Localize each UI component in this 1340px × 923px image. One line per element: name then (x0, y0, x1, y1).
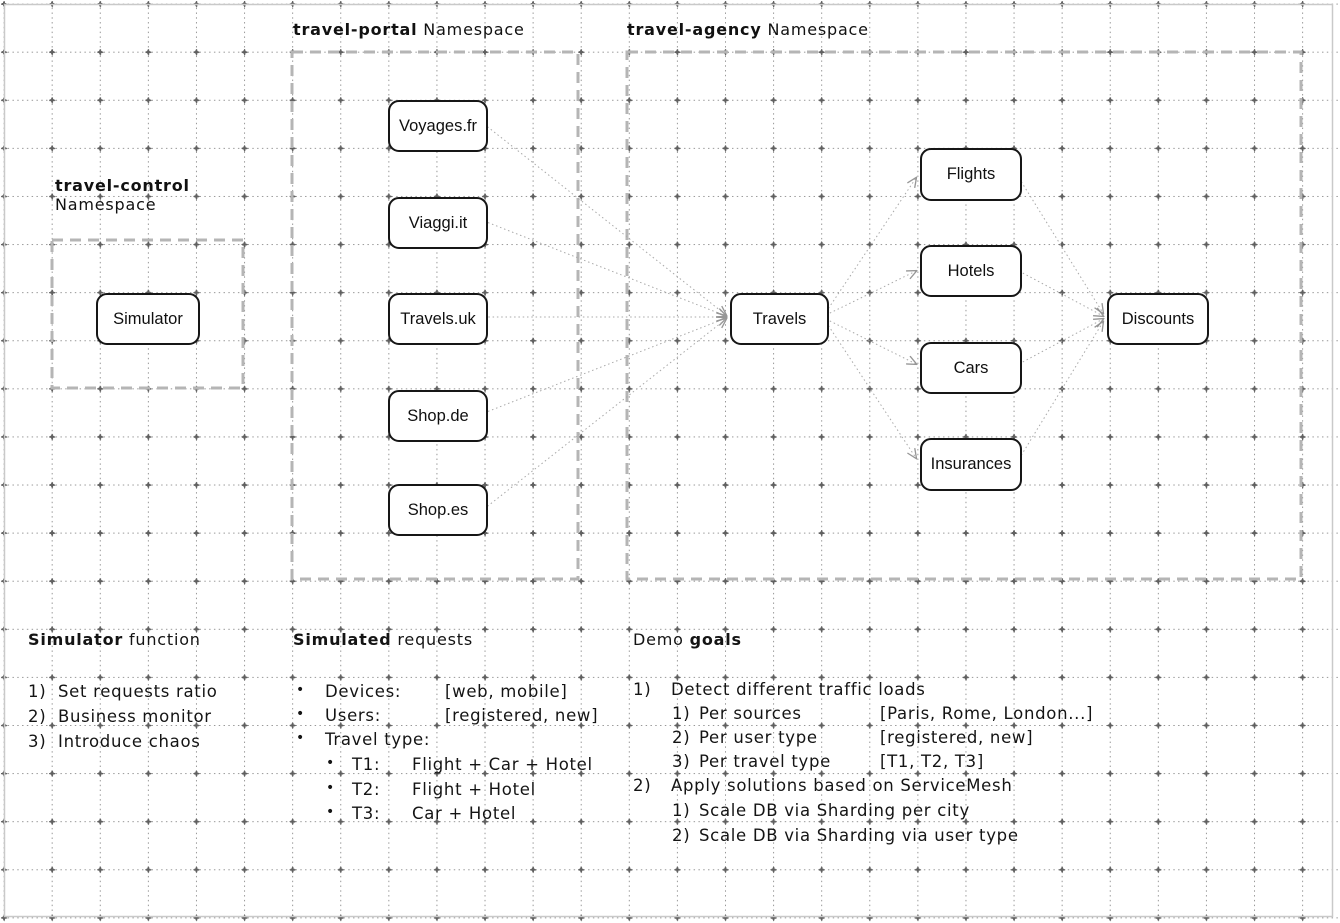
edges-services-to-discounts (1018, 177, 1103, 460)
heading-bold: Simulated (293, 630, 392, 649)
item-text: Scale DB via Sharding per city (699, 801, 970, 820)
travel-portal-label-rest: Namespace (417, 20, 525, 39)
travel-portal-label-bold: travel-portal (293, 20, 418, 39)
item-label: Travel type: (325, 730, 431, 749)
node-travels-uk: Travels.uk (388, 293, 488, 345)
travel-portal-namespace-label: travel-portal Namespace (293, 20, 525, 39)
item-text: Introduce chaos (58, 732, 201, 751)
node-travels: Travels (730, 293, 829, 345)
item-number: 1) (28, 682, 47, 701)
item-number: 1) (672, 704, 691, 723)
item-number: 3) (28, 732, 47, 751)
item-label: Devices: (325, 682, 402, 701)
node-shop-es: Shop.es (388, 484, 488, 536)
node-shop-de-label: Shop.de (407, 406, 469, 425)
item-value: Flight + Car + Hotel (412, 755, 593, 774)
edges-travels-to-services (825, 178, 916, 458)
item-value: [web, mobile] (445, 682, 568, 701)
travel-agency-namespace-label: travel-agency Namespace (627, 20, 869, 39)
item-value: Flight + Hotel (412, 780, 536, 799)
item-number: 1) (633, 680, 652, 699)
node-hotels: Hotels (920, 245, 1022, 297)
item-number: 2) (28, 707, 47, 726)
travel-control-namespace-label: travel-control Namespace (55, 176, 190, 214)
item-text: Per sources (699, 704, 802, 723)
heading-rest: requests (391, 630, 473, 649)
bullet-icon: • (326, 780, 335, 796)
bullet-icon: • (296, 682, 305, 698)
simulated-requests-heading: Simulated requests (293, 630, 473, 649)
node-travels-label: Travels (752, 309, 807, 328)
heading-regular: Demo (633, 630, 690, 649)
node-insurances-label: Insurances (930, 455, 1012, 473)
node-cars-label: Cars (953, 358, 989, 377)
travel-control-namespace-box (50, 238, 245, 390)
node-shop-de: Shop.de (388, 390, 488, 442)
item-value: [T1, T2, T3] (880, 752, 984, 771)
item-number: 2) (672, 728, 691, 747)
item-number: 1) (672, 801, 691, 820)
edges-portal-to-travels (483, 123, 726, 510)
node-voyages-fr: Voyages.fr (388, 100, 488, 152)
item-label: T2: (352, 780, 381, 799)
item-text: Detect different traffic loads (671, 680, 926, 699)
travel-agency-label-bold: travel-agency (627, 20, 762, 39)
demo-goals-section: Demo goals 1) Detect different traffic lo… (633, 630, 1113, 860)
bullet-icon: • (326, 804, 335, 820)
travel-portal-namespace-box (290, 50, 580, 581)
heading-bold: Simulator (28, 630, 124, 649)
node-voyages-fr-label: Voyages.fr (399, 116, 477, 135)
simulator-function-section: Simulator function 1)Set requests ratio … (28, 630, 308, 770)
bullet-icon: • (296, 706, 305, 722)
item-text: Per travel type (699, 752, 832, 771)
heading-bold: goals (689, 630, 742, 649)
node-discounts: Discounts (1107, 293, 1209, 345)
item-number: 2) (672, 826, 691, 845)
item-text: Business monitor (58, 707, 212, 726)
item-value: Car + Hotel (412, 804, 517, 823)
travel-control-label-bold: travel-control (55, 176, 190, 195)
item-label: T3: (352, 804, 381, 823)
canvas-border (3, 3, 1334, 918)
node-viaggi-it-label: Viaggi.it (408, 213, 468, 232)
item-label: T1: (352, 755, 381, 774)
node-simulator: Simulator (96, 293, 200, 345)
travel-control-label-line2: Namespace (55, 195, 157, 214)
simulated-requests-section: Simulated requests • Devices: [web, mobile… (293, 630, 623, 840)
node-shop-es-label: Shop.es (407, 500, 469, 519)
travel-agency-label-rest: Namespace (761, 20, 869, 39)
node-flights-label: Flights (946, 165, 996, 183)
item-text: Set requests ratio (58, 682, 218, 701)
item-number: 3) (672, 752, 691, 771)
simulator-function-heading: Simulator function (28, 630, 201, 649)
node-discounts-label: Discounts (1121, 309, 1195, 328)
node-viaggi-it: Viaggi.it (388, 197, 488, 249)
item-label: Users: (325, 706, 381, 725)
item-text: Scale DB via Sharding via user type (699, 826, 1019, 845)
bullet-icon: • (326, 755, 335, 771)
item-value: [registered, new] (880, 728, 1034, 747)
node-simulator-label: Simulator (113, 309, 183, 328)
node-flights: Flights (920, 148, 1022, 201)
node-hotels-label: Hotels (947, 261, 995, 280)
demo-goals-heading: Demo goals (633, 630, 742, 649)
item-number: 2) (633, 776, 652, 795)
item-value: [Paris, Rome, London...] (880, 704, 1094, 723)
item-text: Apply solutions based on ServiceMesh (671, 776, 1013, 795)
node-travels-uk-label: Travels.uk (400, 309, 476, 328)
node-cars: Cars (920, 342, 1022, 394)
item-text: Per user type (699, 728, 818, 747)
travel-agency-namespace-box (625, 50, 1303, 581)
item-value: [registered, new] (445, 706, 599, 725)
bullet-icon: • (296, 730, 305, 746)
heading-rest: function (123, 630, 201, 649)
node-insurances: Insurances (920, 438, 1022, 491)
